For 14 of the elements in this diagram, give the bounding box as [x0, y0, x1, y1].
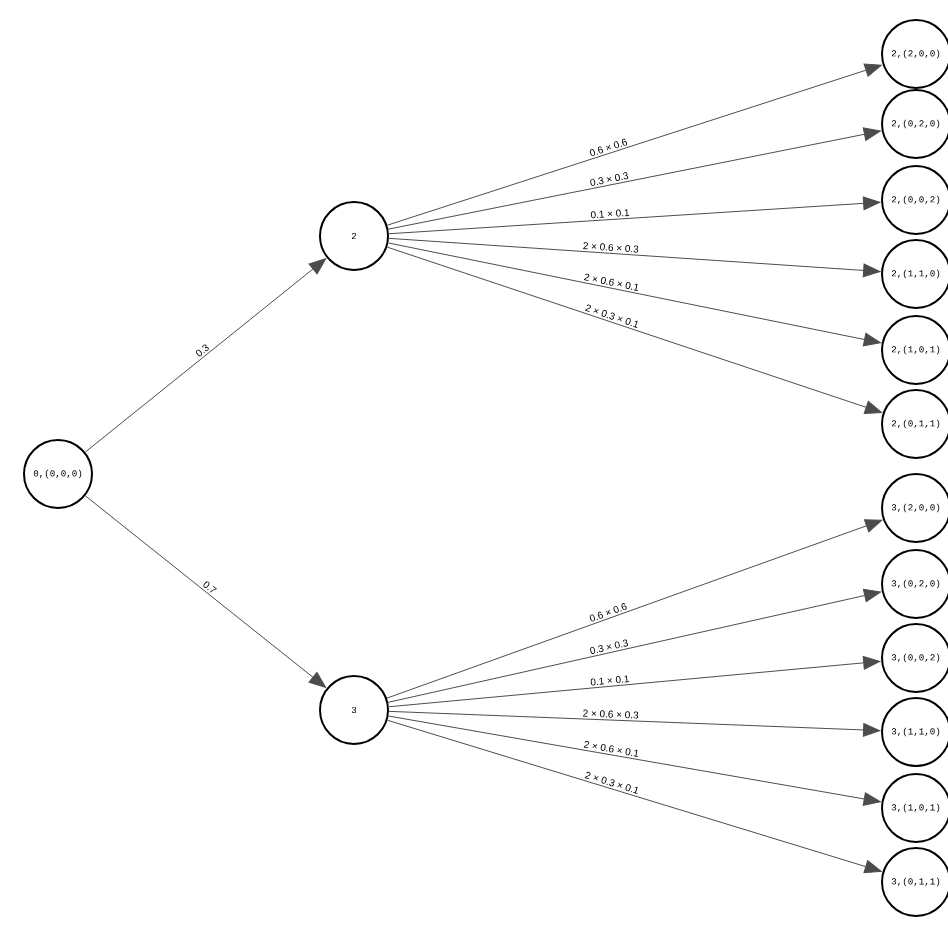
- arrow: [388, 655, 881, 708]
- arrow: [386, 719, 882, 874]
- arrow: [84, 495, 327, 688]
- arrow: [387, 127, 881, 230]
- arrow: [388, 715, 881, 806]
- arrow: [386, 63, 882, 226]
- arrow: [386, 519, 883, 699]
- arrow: [388, 196, 881, 235]
- arrow: [388, 710, 881, 737]
- arrow: [386, 246, 883, 414]
- arrow: [387, 588, 882, 703]
- arrow: [388, 237, 881, 278]
- arrow: [84, 258, 327, 453]
- arrow: [387, 242, 881, 347]
